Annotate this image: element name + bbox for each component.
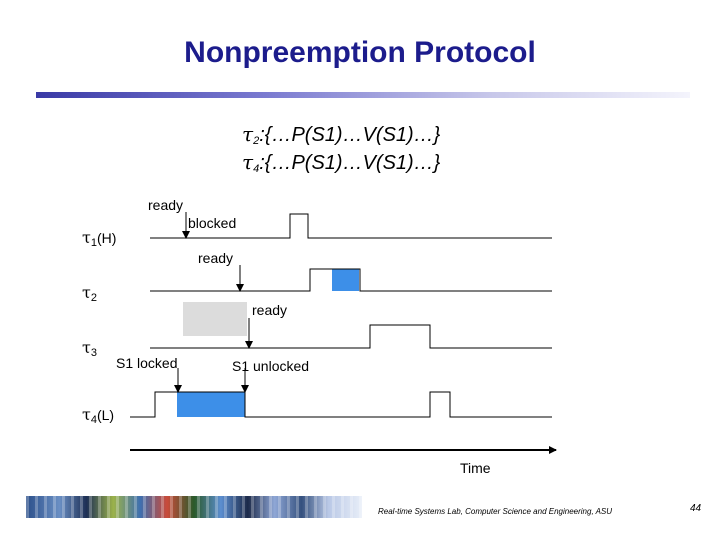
tau3-ready-label: ready [252,302,288,318]
tau3-blocked-interval [183,302,247,336]
tau1-blocked-label: blocked [188,215,237,231]
task-label-tau2: τ2 [82,283,97,304]
footer-banner-image [26,496,362,518]
spec-tau4-body: :{…P(S1)…V(S1)…} [259,152,441,174]
tau3-index: 3 [90,347,97,359]
tau3-symbol: τ [82,338,91,357]
footer-credit: Real-time Systems Lab, Computer Science … [378,507,613,516]
spec-tau2-symbol: τ [242,122,254,146]
tau4-priority: (L) [96,407,115,423]
tau2-ready-label: ready [198,250,234,266]
tau4-symbol: τ [82,405,91,424]
spec-tau2-body: :{…P(S1)…V(S1)…} [259,124,441,146]
tau2-critical-section [332,269,359,291]
tau2-symbol: τ [82,283,91,302]
slide-title: Nonpreemption Protocol [184,36,536,69]
spec-tau4-symbol: τ [242,150,254,174]
tau2-timeline [150,268,552,292]
task-label-tau4: τ4(L) [82,405,114,426]
page-number: 44 [690,503,702,514]
tau1-priority: (H) [96,230,117,246]
task-label-tau1: τ1(H) [82,228,116,249]
tau1-ready-label: ready [148,197,184,213]
tau4-timeline [130,391,552,418]
spec-tau2-index: 2 [253,135,260,147]
time-axis-label: Time [460,460,491,476]
tau3-timeline [150,324,552,349]
tau2-index: 2 [90,292,97,304]
task-label-tau3: τ3 [82,338,97,359]
spec-line-tau2: τ2:{…P(S1)…V(S1)…} [242,122,440,147]
tau4-critical-section [177,392,245,417]
tau1-timeline [150,213,552,239]
s1-locked-label: S1 locked [116,355,178,371]
title-underline [36,92,690,98]
tau1-symbol: τ [82,228,91,247]
spec-line-tau4: τ4:{…P(S1)…V(S1)…} [242,150,440,175]
tau4-index: 4 [90,414,97,426]
s1-unlocked-label: S1 unlocked [232,358,310,374]
spec-tau4-index: 4 [253,163,260,175]
tau1-index: 1 [90,237,97,249]
